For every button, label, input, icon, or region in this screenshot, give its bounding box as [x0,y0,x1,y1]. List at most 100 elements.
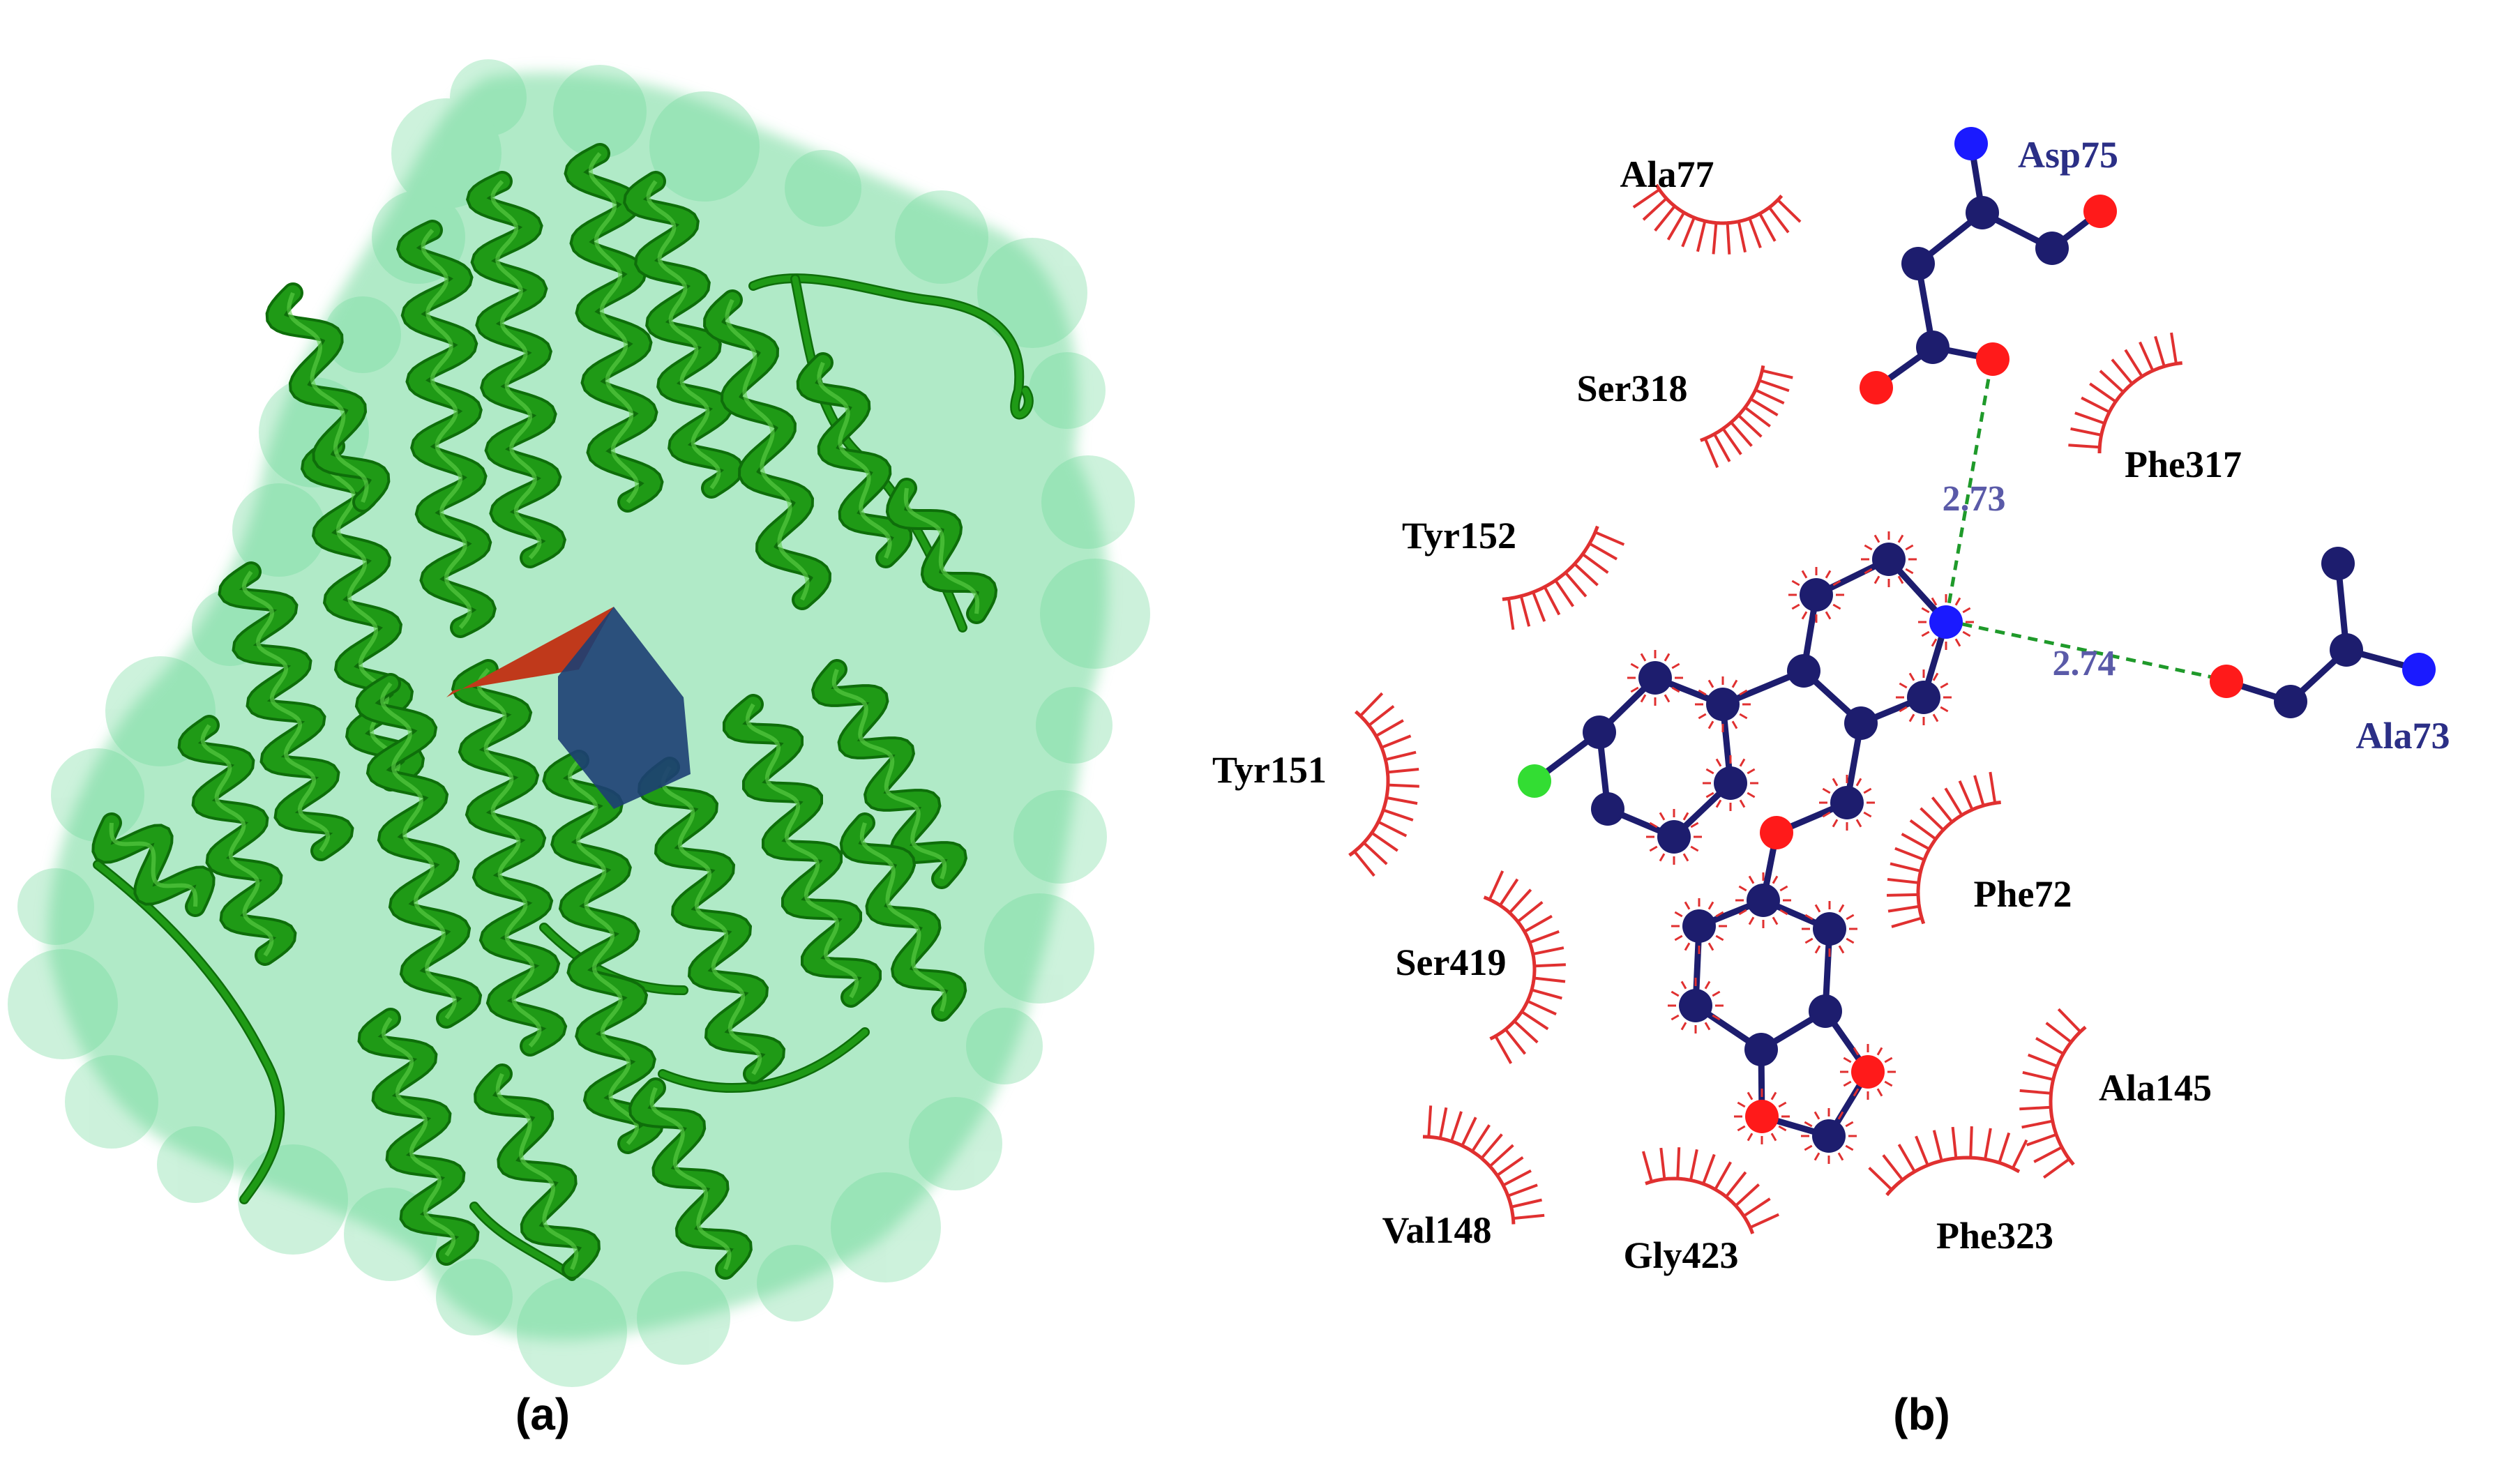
hydrophobic-tick [1581,552,1609,574]
atom-contact-tick [1707,720,1714,729]
hydrophobic-tick [1507,1183,1538,1197]
loop [750,275,1032,418]
atom-contact-tick [1825,611,1832,620]
helix-highlight [903,487,980,614]
hydrophobic-tick [1894,847,1925,861]
atom-contact-tick [1962,630,1971,637]
hydrophobic-tick [1742,1197,1771,1218]
atom [1657,820,1691,854]
hydrophobic-tick [1488,870,1505,900]
hydrophobic-tick [1381,734,1412,749]
hydrophobic-tick [1744,406,1771,427]
atom-contact-tick [1846,937,1855,944]
atom [1745,1100,1779,1133]
hydrophobic-tick [1516,900,1544,923]
atom-contact-tick [1649,821,1658,828]
atom-contact-tick [1804,1121,1813,1128]
hydrophobic-tick [2068,444,2100,449]
atom-contact-tick [1921,607,1930,614]
hydrophobic-tick [1387,783,1419,788]
atom-contact-tick [1630,662,1639,669]
atom-contact-tick [1845,1121,1854,1128]
atom [1872,543,1906,576]
atom-contact-tick [1778,1125,1787,1132]
atom-contact-tick [1690,821,1699,828]
atom-contact-tick [1664,653,1671,662]
atom-contact-tick [1863,811,1872,818]
atom [1747,884,1780,917]
atom-contact-tick [1748,875,1755,884]
hydrophobic-arc [1502,525,1599,601]
atom-contact-tick [1921,630,1930,637]
hydrophobic-tick [2019,1089,2051,1095]
surface-bump [785,150,861,227]
hydrophobic-tick [1735,1183,1760,1207]
atom-contact-tick [1791,580,1800,586]
hydrophobic-contacts [1348,183,2182,1234]
atom-contact-tick [1962,607,1971,614]
residue-label-ser419: Ser419 [1396,941,1507,983]
atom [1907,681,1940,714]
protein-ribbon [91,143,1034,1281]
hydrophobic-tick [1543,586,1561,616]
hydrophobic-tick [1532,591,1546,622]
surface-bump [831,1172,941,1282]
atom-contact-tick [1804,1144,1813,1151]
atom-contact-tick [1712,990,1721,997]
hydrophobic-tick [1659,1147,1666,1179]
hydrophobic-arc [1885,1156,2021,1197]
hydrophobic-tick [1890,862,1922,873]
atom-contact-tick [1715,934,1724,941]
hydrophobic-tick [1920,807,1945,831]
atom-contact-tick [1674,934,1683,941]
atom-contact-tick [1940,682,1949,689]
atom [1851,1055,1885,1089]
atom-contact-tick [1864,544,1873,551]
helix-highlight [241,570,331,852]
hydrophobic-tick [1375,719,1404,738]
hydrophobic-tick [2027,1053,2058,1068]
hydrophobic-tick [1761,369,1793,379]
atom-contact-tick [1897,534,1904,543]
atom-contact-tick [1772,916,1779,925]
helix-highlight [421,229,472,629]
hydrophobic-tick [1359,692,1384,717]
hydrophobic-tick [1730,421,1753,447]
helix-highlight [725,298,810,601]
atom-contact-tick [1684,942,1691,951]
atom [1682,909,1716,943]
atom-contact-tick [1698,713,1707,720]
hydrophobic-tick [2081,396,2111,414]
hydrophobic-tick [1944,787,1963,816]
atom [1809,994,1842,1028]
atom-contact-tick [1832,778,1839,787]
hydrophobic-tick [1494,1035,1513,1064]
hydrophobic-tick [1554,580,1575,607]
hbond-line-asp75 [1944,362,1993,621]
atom [1583,716,1616,749]
helix-highlight [588,152,640,503]
atom-contact-tick [1804,937,1814,944]
hydrophobic-tick [1882,1154,1904,1181]
atom-contact-tick [1905,568,1914,575]
atom [1800,578,1833,612]
atom-contact-tick [1739,758,1746,767]
hydrophobic-tick [1901,833,1930,851]
hydrophobic-tick [1438,1107,1448,1139]
hydrophobic-tick [2074,411,2105,425]
hydrophobic-tick [1480,1133,1503,1160]
atom-contact-tick [1791,603,1800,610]
atom-contact-tick [1671,990,1680,997]
residue-label-tyr151: Tyr151 [1212,749,1327,791]
atom-contact-tick [1659,853,1666,862]
atom-contact-tick [1855,819,1862,828]
hydrophobic-tick [1427,1105,1433,1137]
atom [1929,605,1963,639]
hydrophobic-tick [1368,704,1395,727]
atom-contact-tick [1737,1125,1746,1132]
hydrophobic-tick [2070,427,2102,437]
residue-label-phe317: Phe317 [2125,444,2242,485]
hydrophobic-tick [1371,831,1398,852]
atom-contact-tick [1908,672,1915,681]
hydrophobic-arc [2097,361,2182,454]
